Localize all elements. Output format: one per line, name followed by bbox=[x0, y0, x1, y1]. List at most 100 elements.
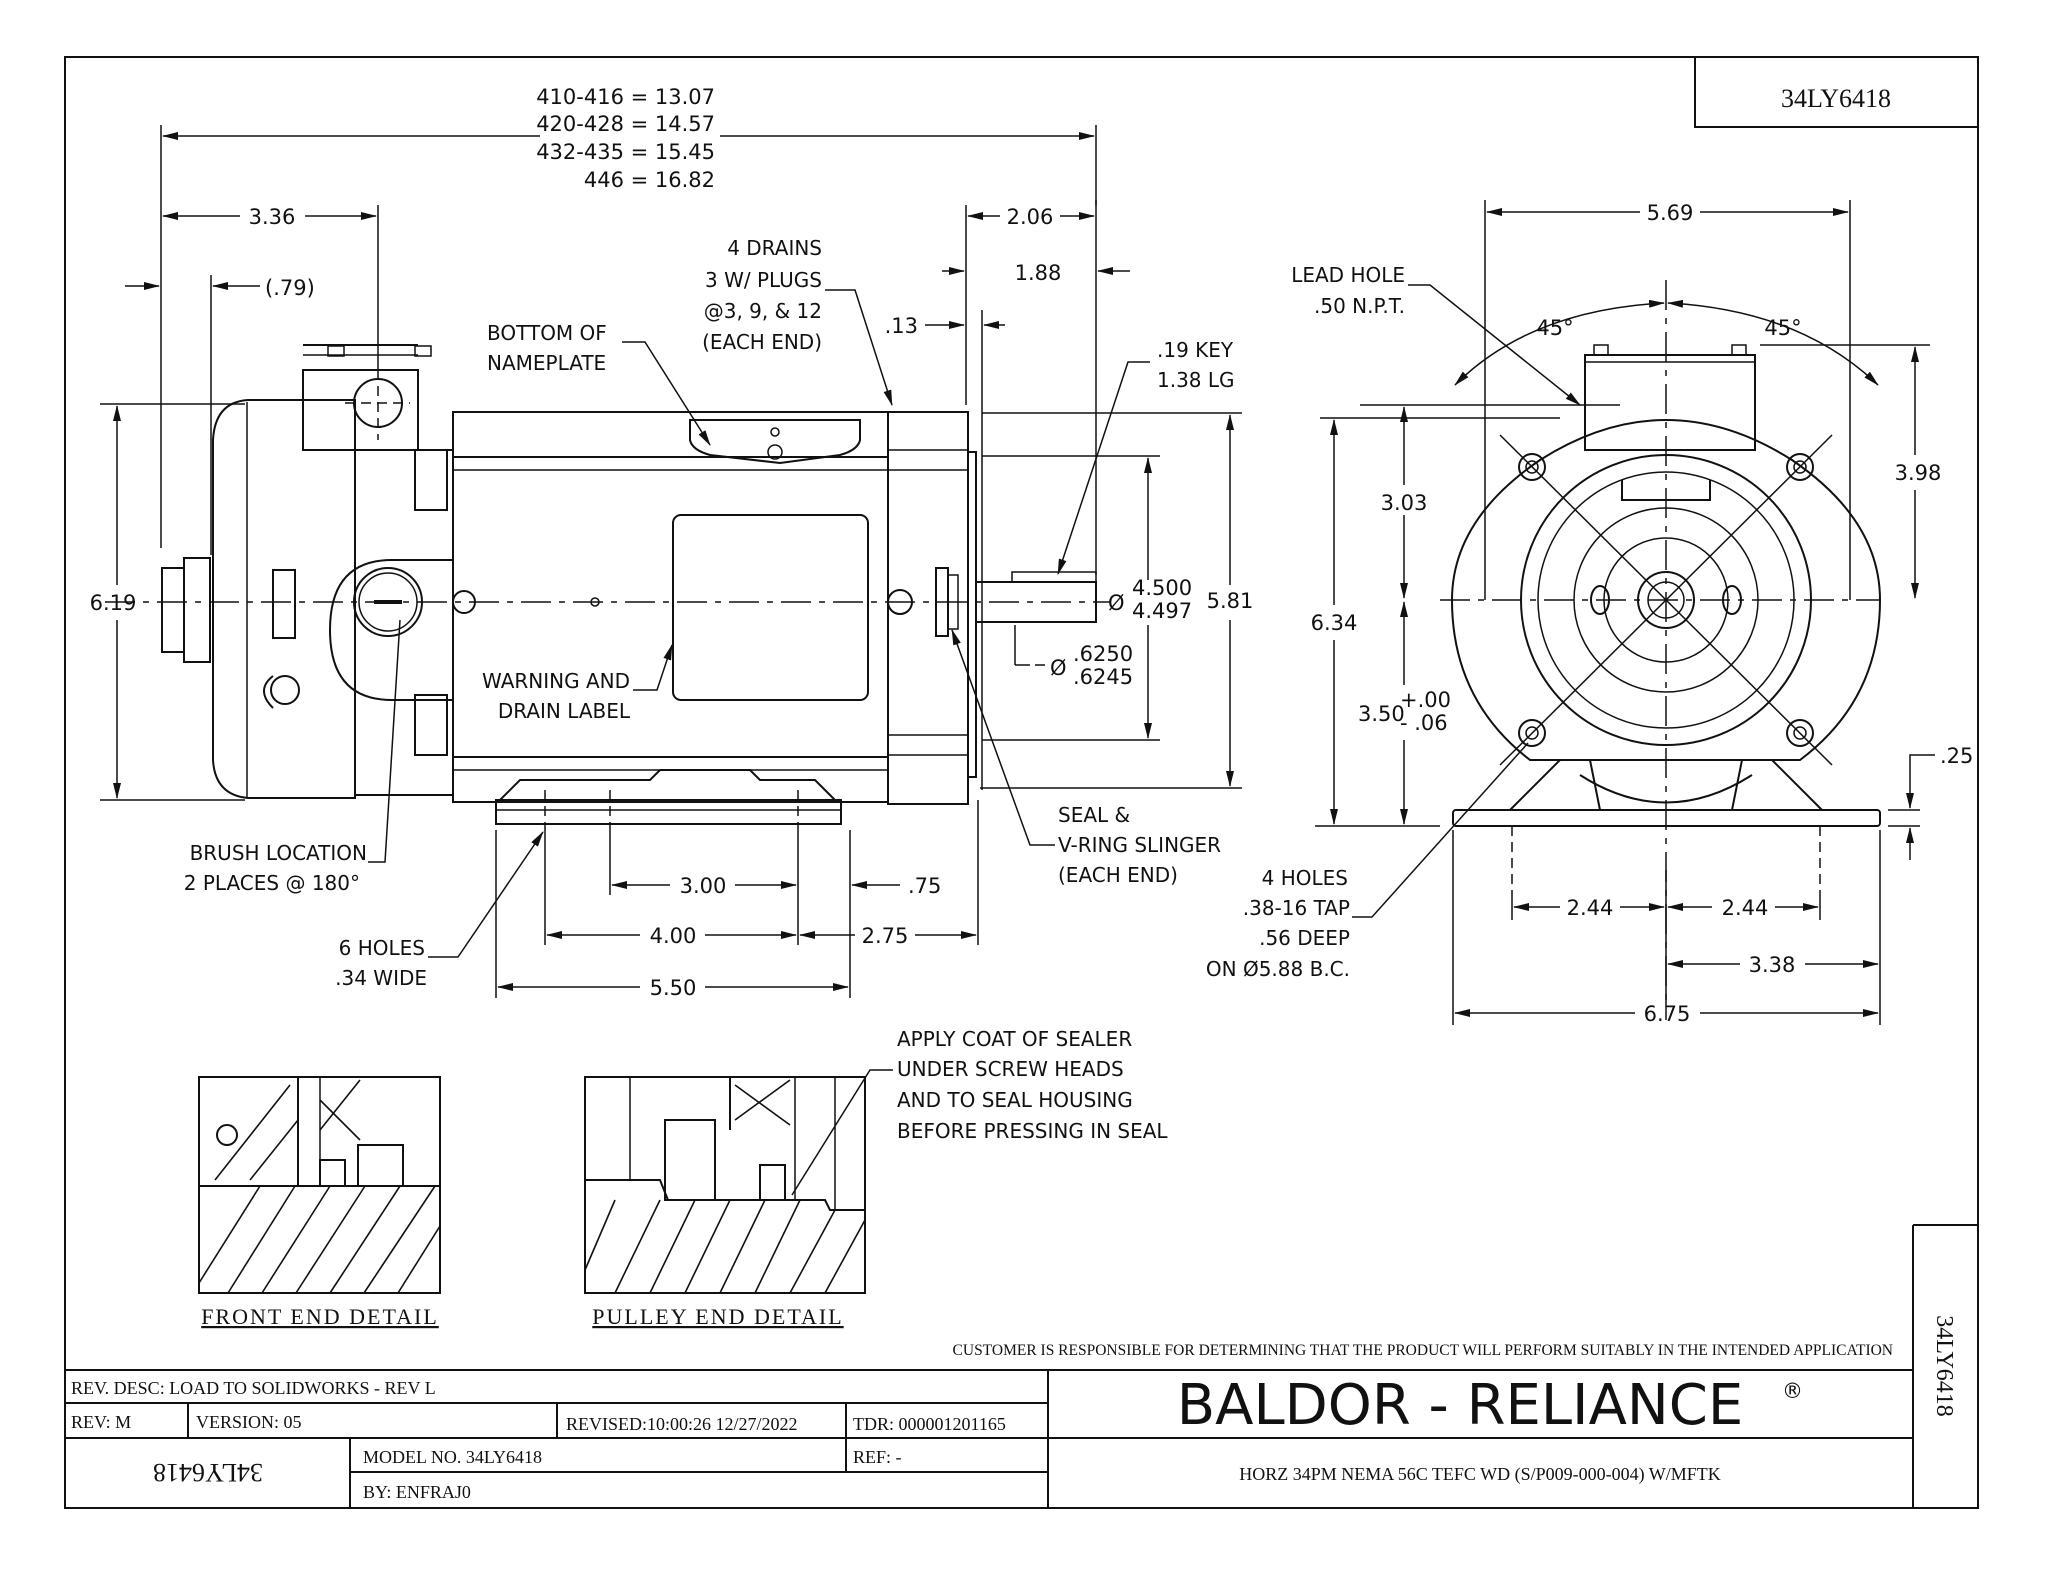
side-part-number: 34LY6418 bbox=[1931, 1315, 1957, 1417]
svg-text:.34 WIDE: .34 WIDE bbox=[335, 966, 427, 990]
dim-0-79: (.79) bbox=[265, 276, 315, 300]
holes-note: 6 HOLES .34 WIDE bbox=[335, 831, 544, 990]
warning-label-outline bbox=[672, 514, 869, 701]
front-end-detail: FRONT END DETAIL bbox=[198, 1076, 441, 1329]
key-note: .19 KEY 1.38 LG bbox=[1057, 338, 1235, 575]
dim-3-36: 3.36 bbox=[249, 205, 296, 229]
brush-note: BRUSH LOCATION 2 PLACES @ 180° bbox=[184, 619, 401, 895]
drains-note: 4 DRAINS 3 W/ PLUGS @3, 9, & 12 (EACH EN… bbox=[702, 236, 893, 406]
brush-window bbox=[328, 559, 452, 701]
rev-desc: REV. DESC: LOAD TO SOLIDWORKS - REV L bbox=[71, 1378, 436, 1398]
svg-text:.56 DEEP: .56 DEEP bbox=[1259, 926, 1350, 950]
dim-3-50: 3.50 bbox=[1358, 702, 1405, 726]
svg-text:DRAIN LABEL: DRAIN LABEL bbox=[498, 699, 631, 723]
end-view bbox=[1440, 280, 1882, 1000]
front-end-cap bbox=[212, 399, 356, 799]
nameplate-note: BOTTOM OF NAMEPLATE bbox=[487, 321, 711, 446]
terminal-box bbox=[302, 369, 419, 451]
svg-text:4 HOLES: 4 HOLES bbox=[1262, 866, 1348, 890]
shaft-dia-min: .6245 bbox=[1073, 665, 1133, 689]
svg-text:BEFORE PRESSING IN SEAL: BEFORE PRESSING IN SEAL bbox=[897, 1119, 1168, 1143]
svg-text:AND TO SEAL HOUSING: AND TO SEAL HOUSING bbox=[897, 1088, 1133, 1112]
dim-0-13: .13 bbox=[885, 314, 918, 338]
svg-text:3 W/ PLUGS: 3 W/ PLUGS bbox=[705, 268, 822, 292]
seal-note: SEAL & V-RING SLINGER (EACH END) bbox=[951, 629, 1221, 887]
svg-text:.19 KEY: .19 KEY bbox=[1157, 338, 1234, 362]
top-part-number: 34LY6418 bbox=[1781, 84, 1891, 113]
svg-text:.50 N.P.T.: .50 N.P.T. bbox=[1314, 294, 1405, 318]
angle-left: 45° bbox=[1536, 316, 1573, 340]
dim-3-03: 3.03 bbox=[1381, 491, 1428, 515]
front-housing bbox=[354, 449, 454, 796]
brand-logo: BALDOR - RELIANCE bbox=[1177, 1373, 1744, 1438]
pilot-dia-symbol: Ø bbox=[1108, 591, 1125, 615]
dim-2-44-left: 2.44 bbox=[1567, 896, 1614, 920]
ref: REF: - bbox=[853, 1447, 902, 1467]
svg-text:ON Ø5.88 B.C.: ON Ø5.88 B.C. bbox=[1206, 957, 1350, 981]
svg-text:NAMEPLATE: NAMEPLATE bbox=[487, 351, 606, 375]
dim-6-19: 6.19 bbox=[90, 591, 137, 615]
dim-5-81: 5.81 bbox=[1207, 589, 1254, 613]
svg-text:1.38 LG: 1.38 LG bbox=[1157, 368, 1235, 392]
pulley-end-detail-title: PULLEY END DETAIL bbox=[592, 1304, 843, 1329]
warning-label-note: WARNING AND DRAIN LABEL bbox=[482, 644, 673, 723]
svg-text:BOTTOM OF: BOTTOM OF bbox=[487, 321, 607, 345]
overall-length-2: 432-435 = 15.45 bbox=[536, 140, 715, 164]
tol-minus: - .06 bbox=[1400, 711, 1448, 735]
end-housing-outline bbox=[1450, 419, 1882, 761]
tap-holes-note: 4 HOLES .38-16 TAP .56 DEEP ON Ø5.88 B.C… bbox=[1206, 742, 1529, 981]
disclaimer: CUSTOMER IS RESPONSIBLE FOR DETERMINING … bbox=[953, 1342, 1893, 1359]
svg-text:LEAD HOLE: LEAD HOLE bbox=[1291, 263, 1405, 287]
overall-length-3: 446 = 16.82 bbox=[584, 168, 715, 192]
dim-6-75: 6.75 bbox=[1644, 1002, 1691, 1026]
end-view-notes: LEAD HOLE .50 N.P.T. 4 HOLES .38-16 TAP … bbox=[1206, 263, 1581, 981]
svg-text:4 DRAINS: 4 DRAINS bbox=[727, 236, 822, 260]
version: VERSION: 05 bbox=[196, 1412, 302, 1432]
nameplate bbox=[689, 419, 861, 465]
svg-text:UNDER SCREW HEADS: UNDER SCREW HEADS bbox=[897, 1057, 1124, 1081]
shaft-dia-max: .6250 bbox=[1073, 642, 1133, 666]
end-base bbox=[1452, 809, 1881, 827]
angle-right: 45° bbox=[1764, 316, 1801, 340]
dim-0-75: .75 bbox=[908, 874, 941, 898]
end-view-dimensions: 5.69 45° 45° 3.98 3.03 6.34 3.50 +.00 - … bbox=[1311, 200, 1973, 1026]
product-description: HORZ 34PM NEMA 56C TEFC WD (S/P009-000-0… bbox=[1239, 1464, 1721, 1485]
overall-length-0: 410-416 = 13.07 bbox=[536, 85, 715, 109]
dim-3-38: 3.38 bbox=[1749, 953, 1796, 977]
flange-face bbox=[967, 451, 977, 778]
pilot-dia-min: 4.497 bbox=[1132, 599, 1192, 623]
registered-mark: ® bbox=[1782, 1379, 1803, 1403]
svg-text:SEAL &: SEAL & bbox=[1058, 803, 1130, 827]
front-end-detail-title: FRONT END DETAIL bbox=[201, 1304, 439, 1329]
overall-length-1: 420-428 = 14.57 bbox=[536, 112, 715, 136]
svg-text:2 PLACES @ 180°: 2 PLACES @ 180° bbox=[184, 871, 360, 895]
dim-2-06: 2.06 bbox=[1007, 205, 1054, 229]
top-title-box: 34LY6418 bbox=[1694, 57, 1978, 128]
end-terminal-box bbox=[1584, 354, 1756, 451]
dim-3-98: 3.98 bbox=[1895, 461, 1942, 485]
dim-4-00: 4.00 bbox=[650, 924, 697, 948]
svg-text:6 HOLES: 6 HOLES bbox=[339, 936, 425, 960]
title-block: REV. DESC: LOAD TO SOLIDWORKS - REV L RE… bbox=[65, 1224, 1978, 1508]
model-no: MODEL NO. 34LY6418 bbox=[363, 1447, 542, 1467]
dim-2-75: 2.75 bbox=[862, 924, 909, 948]
side-view bbox=[105, 310, 1110, 830]
mirrored-part-number: 34LY6418 bbox=[153, 1458, 263, 1487]
side-view-notes: 4 DRAINS 3 W/ PLUGS @3, 9, & 12 (EACH EN… bbox=[184, 236, 1235, 990]
dim-2-44-right: 2.44 bbox=[1722, 896, 1769, 920]
pulley-end-housing bbox=[887, 411, 969, 805]
dim-5-69: 5.69 bbox=[1647, 201, 1694, 225]
revised: REVISED:10:00:26 12/27/2022 bbox=[566, 1414, 798, 1434]
svg-text:APPLY COAT OF SEALER: APPLY COAT OF SEALER bbox=[897, 1027, 1132, 1051]
svg-text:WARNING AND: WARNING AND bbox=[482, 669, 630, 693]
svg-text:(EACH END): (EACH END) bbox=[1058, 863, 1178, 887]
svg-text:V-RING SLINGER: V-RING SLINGER bbox=[1058, 833, 1221, 857]
svg-text:.38-16 TAP: .38-16 TAP bbox=[1243, 896, 1350, 920]
dim-1-88: 1.88 bbox=[1015, 261, 1062, 285]
side-view-dimensions: 410-416 = 13.07 420-428 = 14.57 432-435 … bbox=[90, 85, 1254, 1000]
lead-hole-note: LEAD HOLE .50 N.P.T. bbox=[1291, 263, 1581, 406]
base bbox=[499, 769, 836, 801]
by: BY: ENFRAJ0 bbox=[363, 1482, 471, 1502]
end-shaft-circle bbox=[1637, 571, 1695, 629]
